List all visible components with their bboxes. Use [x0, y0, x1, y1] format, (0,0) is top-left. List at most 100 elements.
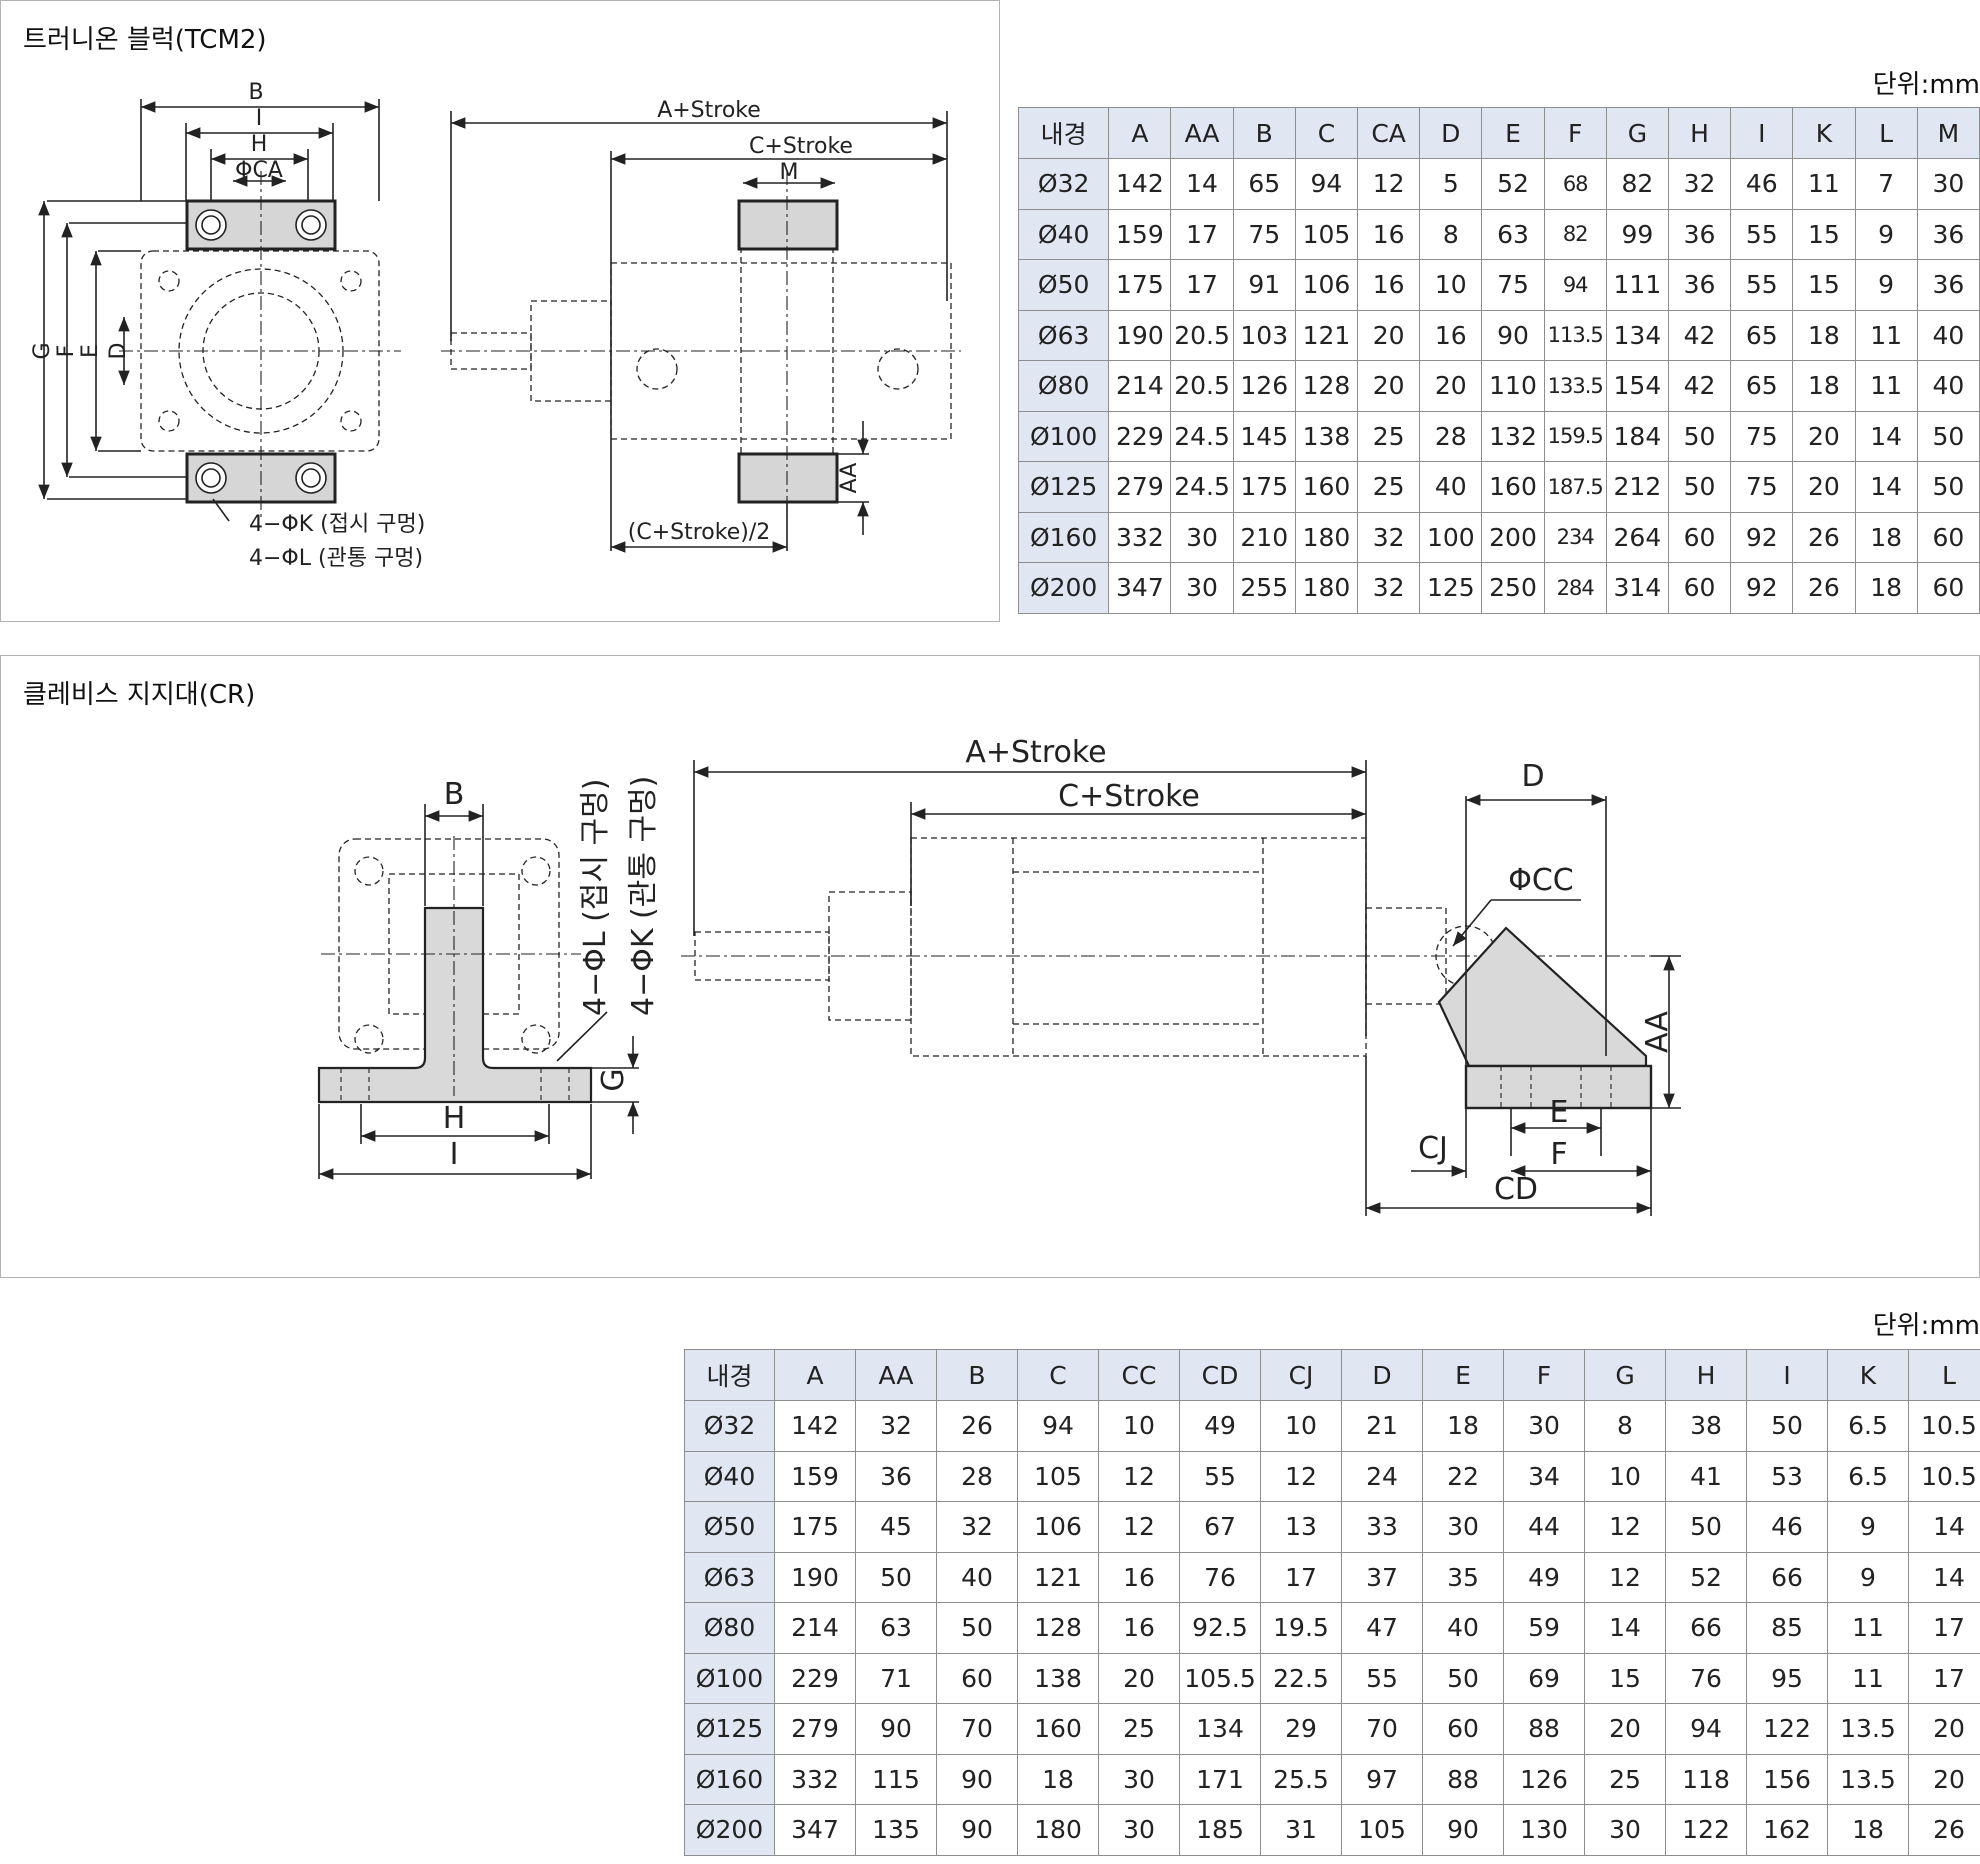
bore-cell: Ø125 [1017, 461, 1110, 513]
table-cell: 11 [1792, 158, 1856, 210]
table-cell: 16 [1357, 259, 1421, 311]
clevis-col-header: I [1746, 1349, 1828, 1401]
table-cell: 13 [1260, 1501, 1342, 1553]
table-cell: 91 [1232, 259, 1296, 311]
table-cell: 90 [936, 1804, 1018, 1856]
table-cell: 111 [1605, 259, 1669, 311]
table-cell: 19.5 [1260, 1602, 1342, 1654]
table-cell: 12 [1260, 1450, 1342, 1502]
table-cell: 30 [1098, 1804, 1180, 1856]
table-cell: 187.5 [1543, 461, 1607, 513]
bore-cell: Ø100 [684, 1652, 775, 1704]
bore-cell: Ø50 [1017, 259, 1110, 311]
trunnion-col-header: 내경 [1017, 107, 1110, 159]
table-cell: 180 [1294, 562, 1359, 614]
table-cell: 76 [1665, 1652, 1747, 1704]
table-cell: 16 [1098, 1551, 1180, 1603]
table-cell: 90 [1422, 1804, 1504, 1856]
table-cell: 32 [936, 1501, 1018, 1553]
table-cell: 105 [1017, 1450, 1099, 1502]
table-cell: 145 [1232, 410, 1296, 462]
trunnion-col-header: B [1232, 107, 1296, 159]
table-cell: 212 [1605, 461, 1669, 513]
table-cell: 45 [855, 1501, 937, 1553]
table-cell: 92 [1730, 562, 1794, 614]
table-cell: 113.5 [1543, 309, 1607, 361]
table-cell: 347 [774, 1804, 856, 1856]
table-cell: 97 [1341, 1753, 1423, 1805]
table-cell: 118 [1665, 1753, 1747, 1805]
table-cell: 17 [1908, 1652, 1980, 1704]
trunnion-col-header: L [1854, 107, 1918, 159]
table-cell: 49 [1179, 1400, 1261, 1452]
table-cell: 65 [1232, 158, 1296, 210]
label-i: I [256, 106, 263, 131]
table-cell: 15 [1792, 259, 1856, 311]
table-cell: 47 [1341, 1602, 1423, 1654]
table-cell: 17 [1260, 1551, 1342, 1603]
table-cell: 18 [1792, 309, 1856, 361]
table-cell: 10.5 [1908, 1450, 1980, 1502]
table-cell: 44 [1503, 1501, 1585, 1553]
bore-cell: Ø200 [684, 1804, 775, 1856]
clevis-col-header: K [1827, 1349, 1909, 1401]
trunnion-col-header: C [1294, 107, 1359, 159]
table-cell: 9 [1854, 208, 1918, 260]
table-cell: 122 [1665, 1804, 1747, 1856]
label-f: F [54, 345, 79, 358]
trunnion-unit: 단위:mm [1872, 70, 1980, 100]
clevis-label-h: H [443, 1101, 466, 1136]
table-cell: 75 [1730, 461, 1794, 513]
clevis-drawing-panel: 클레비스 지지대(CR) [0, 655, 1980, 1278]
table-cell: 125 [1419, 562, 1483, 614]
table-cell: 50 [1746, 1400, 1828, 1452]
table-cell: 20 [1357, 309, 1421, 361]
bore-cell: Ø125 [684, 1703, 775, 1755]
table-cell: 49 [1503, 1551, 1585, 1603]
table-cell: 18 [1854, 511, 1918, 563]
table-cell: 26 [1908, 1804, 1980, 1856]
bore-cell: Ø40 [1017, 208, 1110, 260]
table-cell: 25 [1584, 1753, 1666, 1805]
clevis-label-i: I [450, 1137, 459, 1172]
trunnion-drawing: B I H ΦCA G F E D 4−ΦK (접시 구멍) 4−ΦL (관통 … [30, 80, 961, 571]
trunnion-col-header: CA [1357, 107, 1421, 159]
clevis-col-header: C [1017, 1349, 1099, 1401]
table-cell: 16 [1419, 309, 1483, 361]
table-cell: 200 [1481, 511, 1545, 563]
table-cell: 34 [1503, 1450, 1585, 1502]
table-cell: 121 [1294, 309, 1359, 361]
table-cell: 17 [1170, 208, 1234, 260]
clevis-label-cj: CJ [1418, 1131, 1448, 1166]
table-cell: 18 [1854, 562, 1918, 614]
table-cell: 159.5 [1543, 410, 1607, 462]
table-cell: 14 [1170, 158, 1234, 210]
table-cell: 106 [1294, 259, 1359, 311]
table-cell: 75 [1730, 410, 1794, 462]
table-cell: 10 [1098, 1400, 1180, 1452]
table-cell: 24 [1341, 1450, 1423, 1502]
clevis-label-f: F [1550, 1137, 1567, 1172]
table-cell: 12 [1584, 1501, 1666, 1553]
table-cell: 160 [1017, 1703, 1099, 1755]
table-cell: 11 [1827, 1602, 1909, 1654]
clevis-col-header: CJ [1260, 1349, 1342, 1401]
table-cell: 55 [1179, 1450, 1261, 1502]
table-cell: 184 [1605, 410, 1669, 462]
table-cell: 22.5 [1260, 1652, 1342, 1704]
table-cell: 71 [855, 1652, 937, 1704]
label-a-stroke: A+Stroke [657, 98, 761, 123]
clevis-col-header: E [1422, 1349, 1504, 1401]
bore-cell: Ø32 [1017, 158, 1110, 210]
table-cell: 134 [1179, 1703, 1261, 1755]
table-cell: 28 [1419, 410, 1483, 462]
table-cell: 12 [1098, 1450, 1180, 1502]
table-cell: 10 [1260, 1400, 1342, 1452]
table-cell: 9 [1827, 1551, 1909, 1603]
table-cell: 26 [1792, 511, 1856, 563]
table-cell: 154 [1605, 360, 1669, 412]
